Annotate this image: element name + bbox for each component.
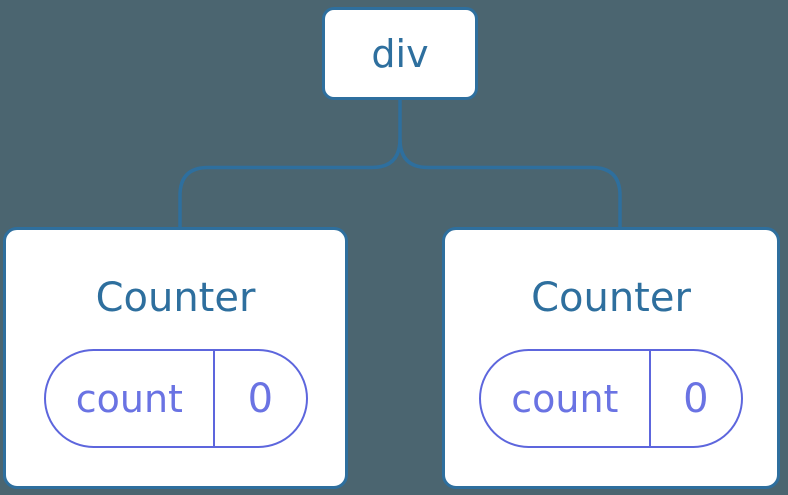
counter-title: Counter <box>95 275 256 321</box>
connector-left-branch <box>178 99 402 227</box>
state-value-label: 0 <box>683 375 709 422</box>
state-pill: count 0 <box>479 349 743 448</box>
state-key-label: count <box>46 351 216 446</box>
root-node-div: div <box>322 7 478 100</box>
counter-title: Counter <box>531 275 691 321</box>
state-value-label: 0 <box>247 375 274 422</box>
connector-right-branch <box>398 138 622 227</box>
root-node-label: div <box>371 31 429 76</box>
counter-card-left: Counter count 0 <box>3 227 348 489</box>
state-key-label: count <box>481 351 651 446</box>
counter-card-right: Counter count 0 <box>442 227 780 489</box>
state-pill: count 0 <box>43 349 308 448</box>
